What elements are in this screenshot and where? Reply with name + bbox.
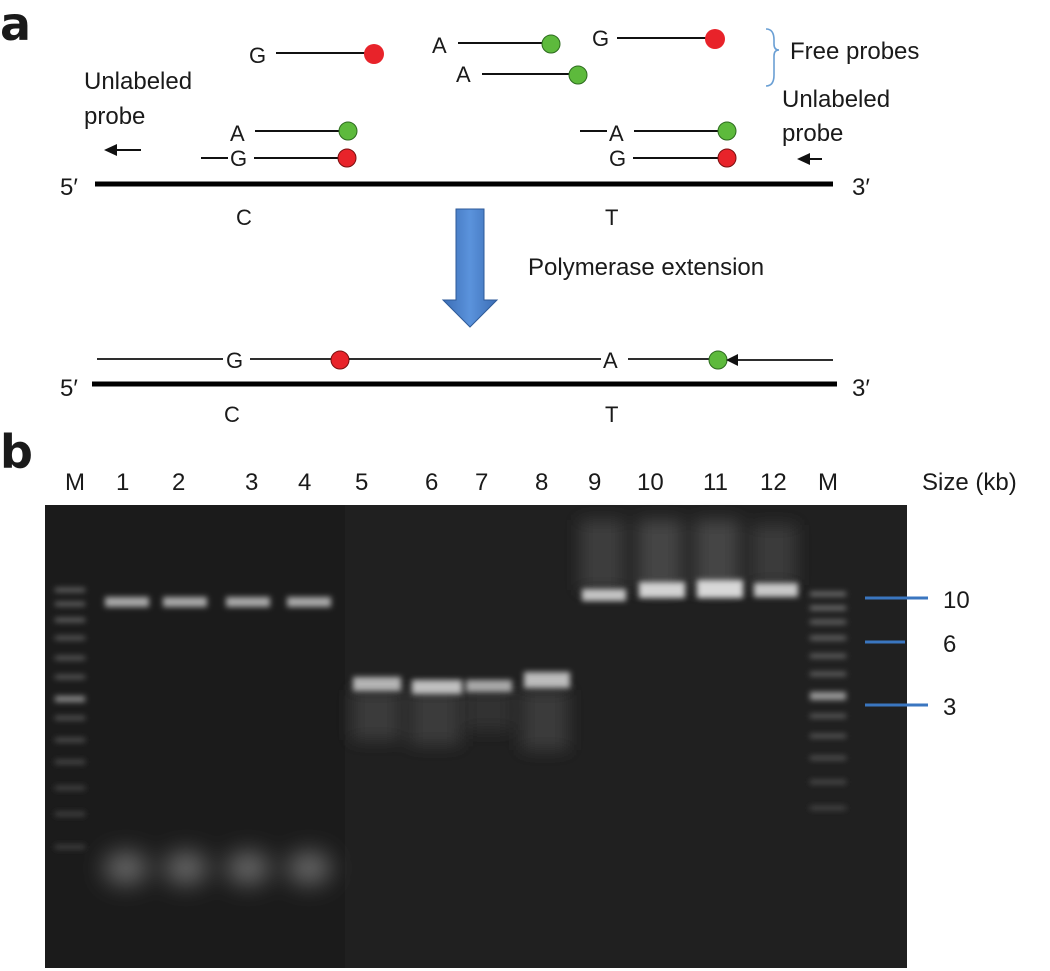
polymerase-extension-label: Polymerase extension bbox=[528, 254, 764, 281]
red-label-dot bbox=[705, 29, 725, 49]
unlabeled-probe-right-line2: probe bbox=[782, 120, 843, 147]
panel-b-label: b bbox=[0, 425, 33, 479]
gel-band bbox=[412, 680, 462, 694]
green-label-dot bbox=[338, 121, 358, 141]
gel-band bbox=[754, 583, 798, 597]
strand-3-prime: 3′ bbox=[852, 375, 870, 402]
lanes-1-4 bbox=[104, 597, 331, 884]
strand-5-prime: 5′ bbox=[60, 174, 78, 201]
lane-labels: M 1 2 3 4 5 6 7 8 9 10 11 12 M bbox=[65, 469, 838, 496]
bound-probes-left: A G bbox=[201, 121, 358, 171]
lane-label: 4 bbox=[298, 469, 311, 496]
free-probe-base: A bbox=[456, 62, 471, 87]
free-probe-base: G bbox=[249, 43, 266, 68]
gel-image bbox=[45, 505, 907, 968]
bound-probes-right: A G bbox=[580, 121, 737, 171]
size-label: 10 bbox=[943, 587, 970, 614]
bound-base-a: A bbox=[609, 121, 624, 146]
template-base-t: T bbox=[605, 205, 618, 230]
size-axis-header: Size (kb) bbox=[922, 469, 1017, 496]
strand-3-prime: 3′ bbox=[852, 174, 870, 201]
lane-label: 1 bbox=[116, 469, 129, 496]
unlabeled-probe-left-line2: probe bbox=[84, 103, 145, 130]
arrow-left-small bbox=[104, 144, 141, 156]
extended-base-g: G bbox=[226, 348, 243, 373]
red-label-dot bbox=[337, 148, 357, 168]
size-markers: 10 6 3 bbox=[865, 587, 970, 721]
lane-label: 7 bbox=[475, 469, 488, 496]
template-base-c: C bbox=[224, 402, 240, 427]
lane-label: 3 bbox=[245, 469, 258, 496]
gel-band bbox=[582, 589, 626, 601]
extended-base-a: A bbox=[603, 348, 618, 373]
red-label-dot bbox=[364, 44, 384, 64]
size-label: 3 bbox=[943, 694, 956, 721]
lane-label: M bbox=[818, 469, 838, 496]
panel-a-label: a bbox=[0, 0, 31, 51]
green-label-dot bbox=[708, 350, 728, 370]
lane-label: 8 bbox=[535, 469, 548, 496]
unlabeled-probe-left-line1: Unlabeled bbox=[84, 68, 192, 95]
gel-band bbox=[639, 582, 685, 598]
green-label-dot bbox=[541, 34, 561, 54]
lane-label: 2 bbox=[172, 469, 185, 496]
free-probe-base: A bbox=[432, 33, 447, 58]
bound-base-g: G bbox=[230, 146, 247, 171]
free-probe-base: G bbox=[592, 26, 609, 51]
extended-product: G A bbox=[97, 348, 833, 373]
template-base-t: T bbox=[605, 402, 618, 427]
strand-5-prime: 5′ bbox=[60, 375, 78, 402]
lane-label: 12 bbox=[760, 469, 787, 496]
lane-label: 11 bbox=[703, 469, 728, 496]
gel-band bbox=[353, 677, 401, 691]
bound-base-a: A bbox=[230, 121, 245, 146]
green-label-dot bbox=[568, 65, 588, 85]
polymerase-extension-arrow bbox=[441, 208, 499, 328]
bound-base-g: G bbox=[609, 146, 626, 171]
lane-label: 5 bbox=[355, 469, 368, 496]
lane-label: M bbox=[65, 469, 85, 496]
lane-label: 9 bbox=[588, 469, 601, 496]
template-base-c: C bbox=[236, 205, 252, 230]
arrowhead bbox=[726, 354, 738, 366]
free-probes-bracket bbox=[765, 28, 780, 87]
free-probes-label: Free probes bbox=[790, 38, 919, 65]
marker-ladder-left bbox=[55, 588, 85, 849]
lanes-9-12 bbox=[580, 520, 798, 601]
marker-ladder-right bbox=[810, 592, 846, 810]
gel-band bbox=[466, 680, 512, 692]
gel-band bbox=[697, 580, 743, 598]
red-label-dot bbox=[330, 350, 350, 370]
lane-label: 10 bbox=[637, 469, 664, 496]
lanes-5-8 bbox=[352, 672, 570, 750]
red-label-dot bbox=[717, 148, 737, 168]
free-probes: G A A G Free probes bbox=[249, 26, 919, 87]
arrow-right-small bbox=[797, 153, 822, 165]
lane-label: 6 bbox=[425, 469, 438, 496]
gel-band bbox=[524, 672, 570, 688]
gel-band bbox=[105, 597, 149, 607]
gel-band bbox=[226, 597, 270, 607]
unlabeled-probe-right-line1: Unlabeled bbox=[782, 86, 890, 113]
green-label-dot bbox=[717, 121, 737, 141]
size-label: 6 bbox=[943, 631, 956, 658]
gel-band bbox=[287, 597, 331, 607]
gel-band bbox=[163, 597, 207, 607]
